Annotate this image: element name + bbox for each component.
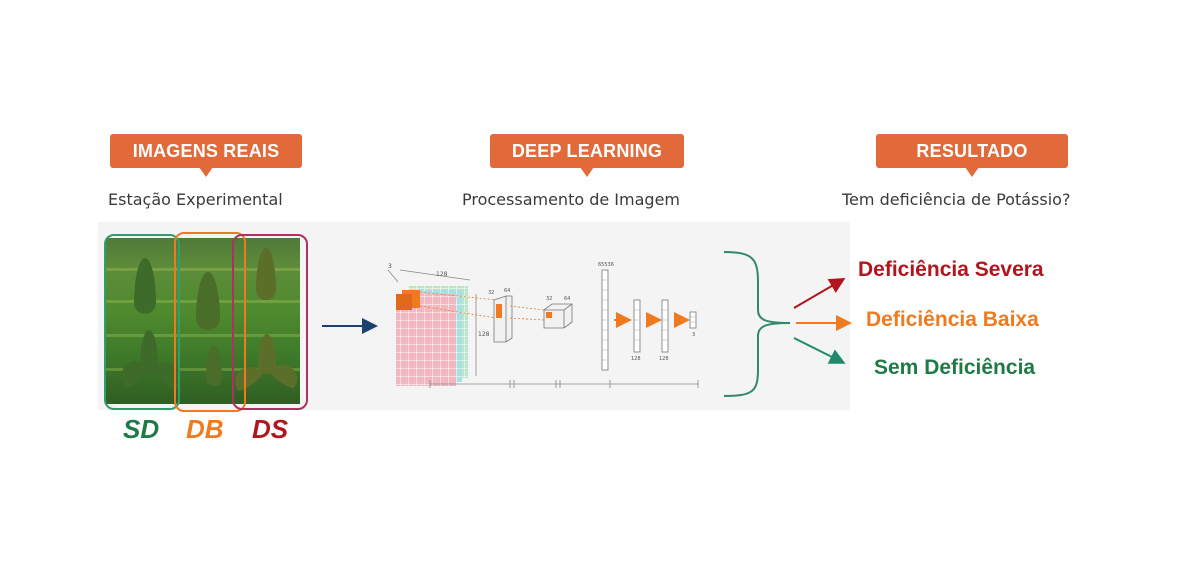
input-volume xyxy=(387,269,477,386)
output-subtitle: Tem deficiência de Potássio? xyxy=(842,190,1071,209)
sd-region-frame xyxy=(104,234,180,410)
input-subtitle: Estação Experimental xyxy=(108,190,283,209)
input-section-badge: IMAGENS REAIS xyxy=(110,134,302,177)
dense1-size-label: 128 xyxy=(631,356,641,362)
ds-region-frame xyxy=(232,234,308,410)
output-size-label: 3 xyxy=(692,332,695,338)
output-badge-text: RESULTADO xyxy=(916,141,1028,161)
plant-leaf xyxy=(258,334,276,374)
conv2-size-label: 32 xyxy=(546,296,552,302)
output-layer xyxy=(689,311,697,329)
plant-leaf xyxy=(206,346,222,386)
field-photo xyxy=(106,238,300,404)
badge-pointer xyxy=(965,167,979,177)
arrow-to-none xyxy=(793,337,846,364)
plant-leaf xyxy=(256,248,276,300)
class-label-db: DB xyxy=(186,414,224,444)
input-depth-label: 3 xyxy=(388,263,392,270)
conv1-size-label: 64 xyxy=(504,288,510,294)
arrow-to-severe xyxy=(793,277,846,309)
model-section-badge: DEEP LEARNING xyxy=(490,134,684,177)
dense2-size-label: 128 xyxy=(659,356,669,362)
network-stage-axis xyxy=(429,380,699,388)
plant-leaf xyxy=(134,258,156,314)
conv2-depth-label: 64 xyxy=(564,296,570,302)
input-height-label: 128 xyxy=(478,331,490,338)
conv-block-2 xyxy=(543,303,573,329)
dense-layer-1 xyxy=(633,299,641,353)
badge-pointer xyxy=(580,167,594,177)
flatten-size-label: 65536 xyxy=(598,262,614,268)
flatten-column xyxy=(601,269,609,371)
dense-layer-2 xyxy=(661,299,669,353)
model-badge-text: DEEP LEARNING xyxy=(511,141,663,161)
result-severe: Deficiência Severa xyxy=(858,258,1044,281)
result-low: Deficiência Baixa xyxy=(866,308,1039,331)
class-label-sd: SD xyxy=(123,414,160,444)
input-badge-text: IMAGENS REAIS xyxy=(132,141,280,161)
input-width-label: 128 xyxy=(436,271,448,278)
conv1-depth-label: 32 xyxy=(488,290,494,296)
result-none: Sem Deficiência xyxy=(874,356,1036,379)
output-brace xyxy=(723,251,791,397)
db-region-frame xyxy=(174,232,246,412)
conv-block-1 xyxy=(493,295,513,343)
badge-pointer xyxy=(199,167,213,177)
model-subtitle: Processamento de Imagem xyxy=(462,190,680,209)
output-section-badge: RESULTADO xyxy=(876,134,1068,177)
class-label-ds: DS xyxy=(252,414,289,444)
